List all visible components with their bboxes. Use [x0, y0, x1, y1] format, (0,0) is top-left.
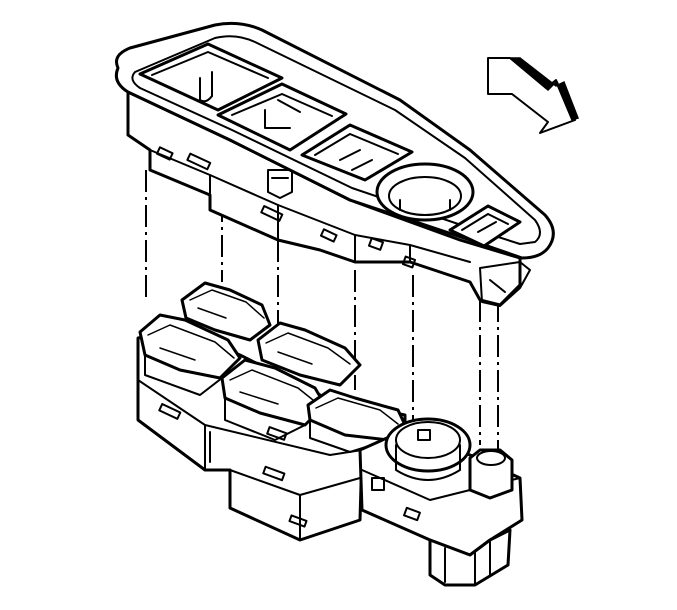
switch-assembly: [136, 281, 524, 587]
bezel-opening-2: [216, 82, 348, 152]
rocker-switch-rear-right: [256, 321, 362, 387]
rocker-switch-front-left: [138, 313, 242, 380]
rocker-switch-rear-left: [180, 281, 272, 342]
switch-bezel: [114, 21, 555, 307]
mirror-knob-base: [384, 417, 472, 473]
bezel-right-clip: [479, 261, 531, 307]
bezel-opening-lock: [448, 204, 522, 248]
bezel-opening-mirror-knob: [375, 162, 475, 222]
direction-arrow-icon: [487, 57, 579, 134]
